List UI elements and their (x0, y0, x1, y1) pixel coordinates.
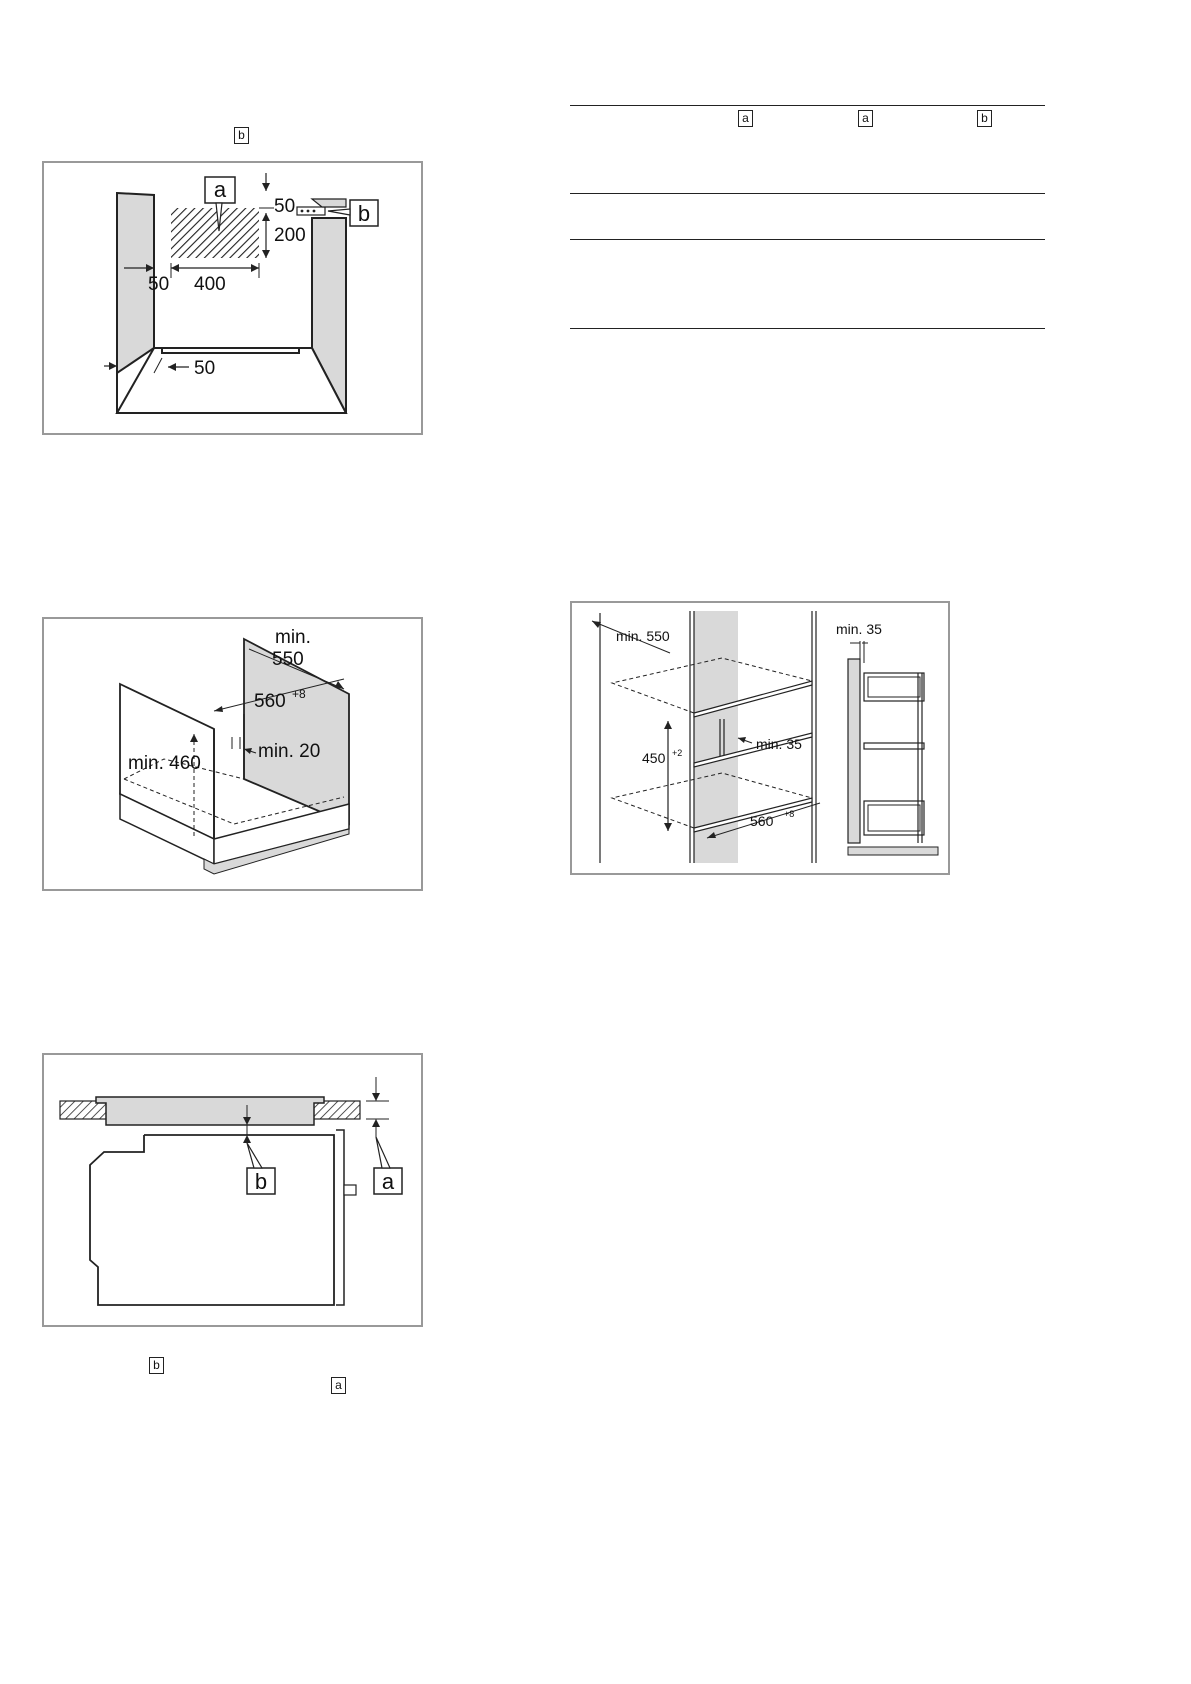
figure-undercounter-installation: min. 550 560 +8 min. 460 min. 20 (42, 617, 423, 891)
oven-body (89, 1134, 335, 1306)
dim-depth-550: min. 550 (616, 628, 670, 644)
callout-a: a (214, 177, 227, 202)
ventilation-area (171, 208, 259, 258)
dim-top-50: 50 (274, 196, 295, 217)
dim-width-tol: +8 (292, 687, 306, 701)
figure-cabinet-front-ventilation: a 50 200 b 400 50 (42, 161, 423, 435)
table-top-rule (570, 105, 1045, 106)
table-header-ref-a1: a (738, 110, 753, 127)
callout-b: b (358, 201, 370, 226)
table-rule-2 (570, 193, 1045, 194)
table-rule-4 (570, 328, 1045, 329)
dim-height-200: 200 (274, 225, 306, 246)
dim-width-560: 560 (254, 691, 286, 712)
dim-width-560: 560 (750, 813, 774, 829)
dim-height-450: 450 (642, 750, 666, 766)
dim-left-50: 50 (148, 274, 169, 295)
dim-height-460: min. 460 (128, 753, 201, 774)
figure-tall-cabinet-installation: min. 550 min. 35 450 +2 560 +8 min. 35 (570, 601, 950, 875)
dim-gap-20: min. 20 (258, 741, 320, 762)
dim-rear-35: min. 35 (756, 736, 802, 752)
dim-height-tol: +2 (672, 748, 682, 758)
table-rule-3 (570, 239, 1045, 240)
table-header-ref-b: b (977, 110, 992, 127)
dim-bottom-50: 50 (194, 358, 215, 379)
dim-side-35: min. 35 (836, 621, 882, 637)
table-header-ref-a2: a (858, 110, 873, 127)
floor-panel (115, 347, 348, 414)
footer-ref-b: b (149, 1357, 164, 1374)
figure-worktop-section: b a (42, 1053, 423, 1327)
dim-depth-line1: min. (275, 627, 311, 648)
dim-depth-line2: 550 (272, 649, 304, 670)
callout-b: b (255, 1169, 267, 1194)
dim-width-400: 400 (194, 274, 226, 295)
ref-label-b: b (234, 127, 249, 144)
callout-a: a (382, 1169, 395, 1194)
dim-width-tol: +8 (784, 809, 794, 819)
hob (95, 1096, 325, 1126)
footer-ref-a: a (331, 1377, 346, 1394)
